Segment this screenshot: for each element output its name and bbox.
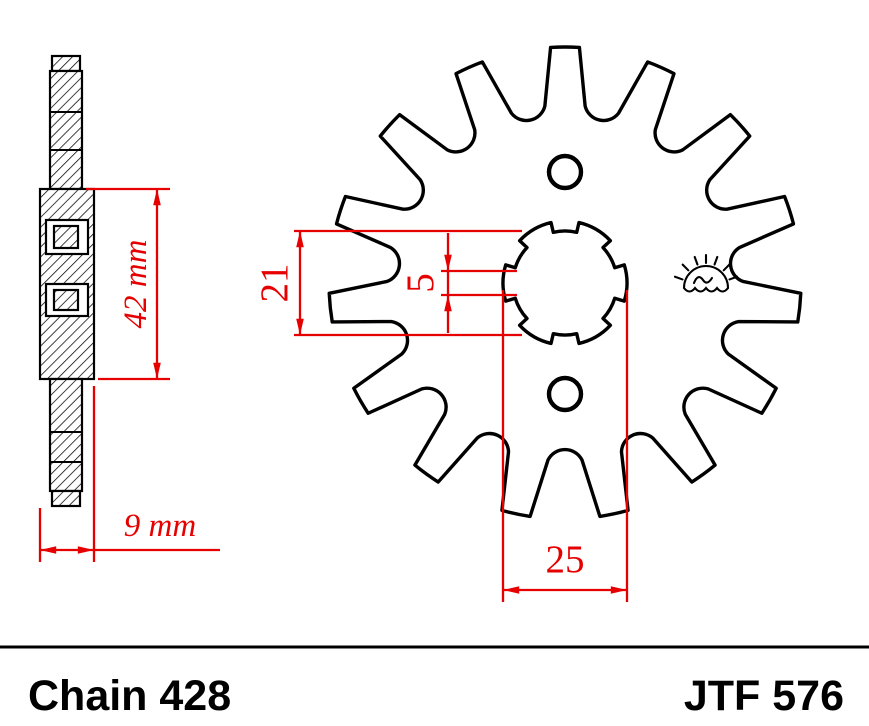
side-top-cap (50, 54, 82, 73)
jt-logo-ray (728, 275, 739, 281)
side-bottom-cap (50, 489, 82, 508)
jt-logo-ray (713, 255, 719, 266)
footer: Chain 428 JTF 576 (0, 645, 869, 720)
side-upper-shaft (48, 69, 84, 191)
dimension-9mm: 9 mm (38, 386, 220, 562)
chain-size-label: Chain 428 (28, 672, 231, 720)
spline-bore (501, 220, 629, 346)
lightening-hole-top (546, 153, 584, 191)
jt-rising-sun-icon (673, 253, 739, 293)
dim-label-5: 5 (399, 273, 442, 293)
jt-logo-rays (673, 253, 739, 281)
jt-logo-ray (693, 255, 699, 266)
dimension-25: 25 (501, 290, 629, 602)
dim-label-21: 21 (253, 264, 296, 303)
front-view (327, 45, 803, 519)
dim-label-9mm: 9 mm (124, 508, 196, 544)
dim-label-25: 25 (546, 538, 585, 581)
side-section-view (38, 54, 96, 508)
dim-label-42mm: 42 mm (118, 240, 154, 329)
side-roller-core-2 (52, 288, 80, 312)
jt-logo-arc (682, 264, 730, 290)
part-number-label: JTF 576 (684, 672, 844, 720)
dimension-5: 5 (399, 233, 517, 333)
dimension-42mm: 42 mm (86, 187, 170, 381)
jt-logo-ray (722, 263, 731, 272)
jt-logo-ray (673, 275, 684, 281)
jt-logo-scallops (682, 286, 730, 293)
jt-logo-script (692, 276, 714, 285)
jt-logo-ray (681, 263, 690, 272)
side-lower-shaft (48, 377, 84, 493)
lightening-hole-bottom (546, 375, 584, 413)
side-roller-core-1 (52, 224, 80, 250)
dimension-21: 21 (253, 229, 522, 337)
